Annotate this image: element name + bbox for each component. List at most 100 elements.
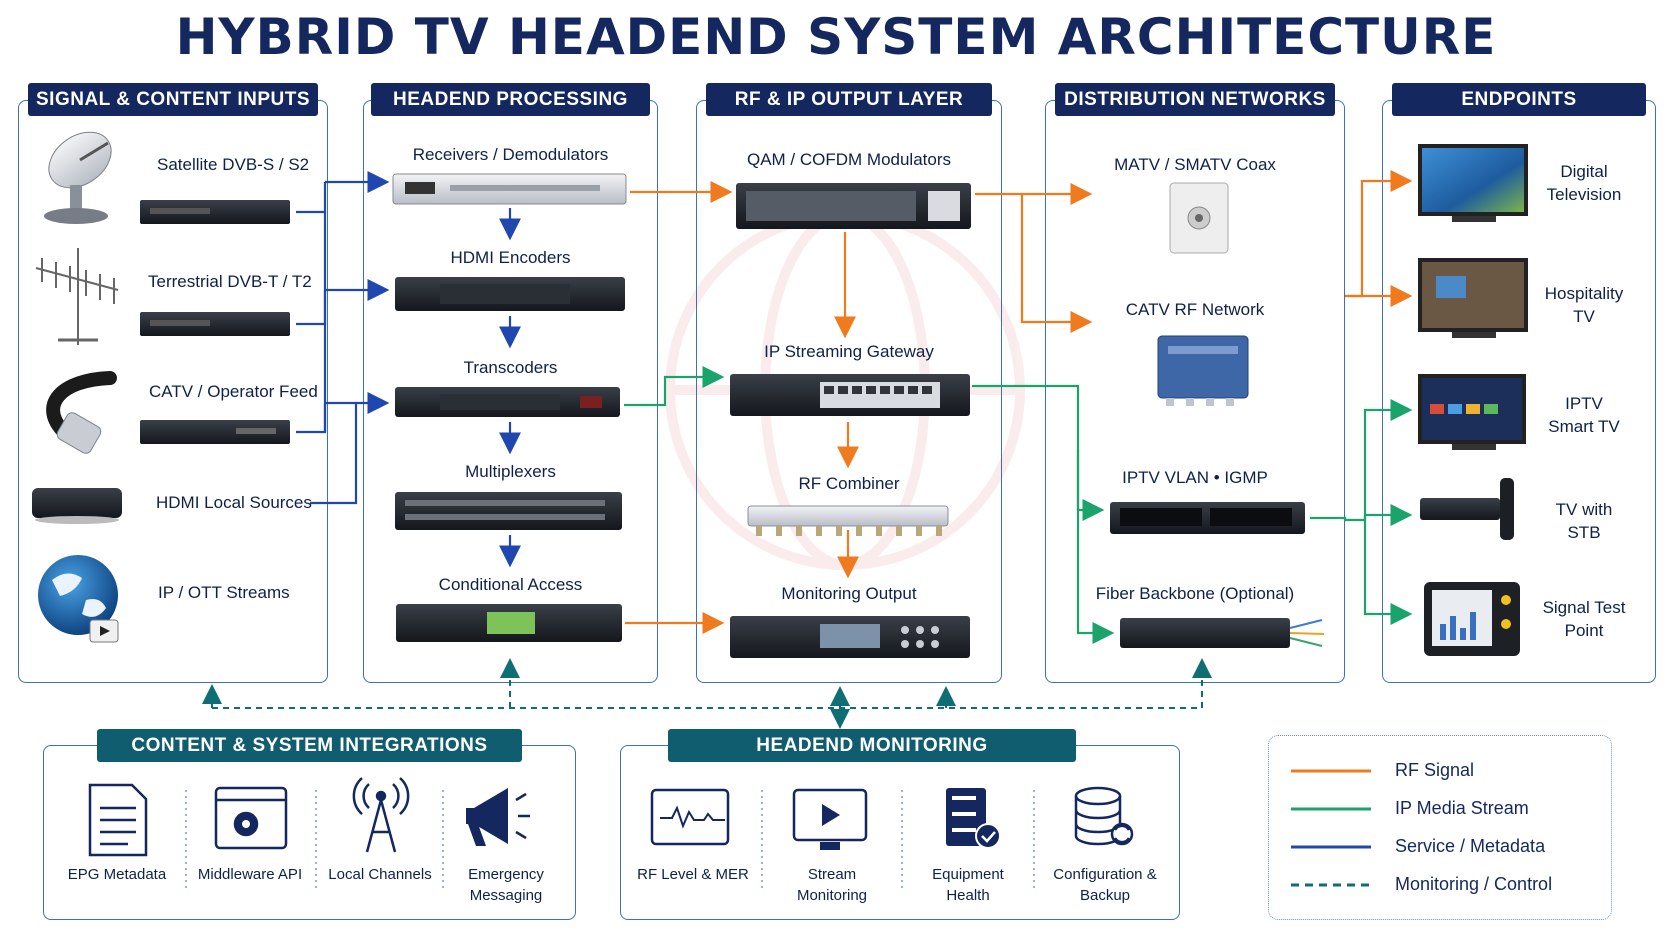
legend-item-ip: IP Media Stream bbox=[1269, 794, 1611, 824]
conditional-access-rack bbox=[396, 604, 622, 642]
monitoring-label-line: Equipment bbox=[932, 866, 1004, 883]
iptv-smart-tv-icon bbox=[1418, 374, 1526, 450]
endpoint-label-line: TV with bbox=[1555, 500, 1613, 519]
endpoints-panel-title: ENDPOINTS bbox=[1392, 83, 1646, 116]
legend-item-rf: RF Signal bbox=[1269, 756, 1611, 786]
processing-label-transcoders: Transcoders bbox=[463, 358, 558, 377]
monitoring-output-rack bbox=[730, 616, 970, 658]
endpoint-label-line: Television bbox=[1546, 185, 1622, 204]
monitoring-label-line: RF Level & MER bbox=[637, 866, 749, 883]
legend-label: RF Signal bbox=[1395, 760, 1475, 780]
stb-icon bbox=[1420, 478, 1514, 540]
endpoint-label-line: IPTV bbox=[1565, 394, 1603, 413]
coax-wall-plate-icon bbox=[1169, 182, 1229, 254]
satellite-receiver-unit bbox=[140, 200, 290, 224]
server-health-icon bbox=[946, 788, 1001, 849]
receivers-demodulators-rack bbox=[392, 173, 627, 205]
terrestrial-receiver-unit bbox=[140, 312, 290, 336]
hospitality-tv-icon bbox=[1418, 258, 1528, 338]
distribution-label-fiber: Fiber Backbone (Optional) bbox=[1095, 584, 1295, 603]
monitoring-label-rf-level: RF Level & MER bbox=[630, 864, 756, 885]
inputs-panel-title: SIGNAL & CONTENT INPUTS bbox=[28, 83, 318, 116]
legend-label: IP Media Stream bbox=[1395, 798, 1529, 818]
globe-icon bbox=[38, 555, 119, 643]
hdmi-encoders-rack bbox=[395, 277, 625, 311]
output-label-ip-gateway: IP Streaming Gateway bbox=[764, 342, 934, 361]
monitoring-label-line: Monitoring bbox=[796, 887, 868, 904]
input-label-ip-ott: IP / OTT Streams bbox=[158, 583, 290, 602]
integration-label-line: Local Channels bbox=[328, 866, 432, 883]
modulators-rack bbox=[736, 183, 971, 229]
fiber-unit-icon bbox=[1120, 618, 1325, 648]
legend-swatch-service bbox=[1291, 845, 1371, 849]
legend-swatch-monitoring bbox=[1291, 883, 1371, 887]
integration-label-line: Messaging bbox=[469, 887, 543, 904]
distribution-label-catv: CATV RF Network bbox=[1125, 300, 1265, 319]
multiplexers-rack bbox=[395, 492, 622, 530]
monitoring-label-line: Health bbox=[946, 887, 990, 904]
catv-receiver-unit bbox=[140, 420, 290, 444]
catv-node-icon bbox=[1157, 335, 1249, 406]
distribution-label-matv: MATV / SMATV Coax bbox=[1114, 155, 1276, 174]
monitoring-label-line: Configuration & bbox=[1053, 866, 1157, 883]
stream-monitor-icon bbox=[792, 788, 868, 850]
monitoring-label-line: Backup bbox=[1079, 887, 1131, 904]
output-label-rf-combiner: RF Combiner bbox=[798, 474, 900, 493]
coax-cable-icon bbox=[46, 371, 117, 454]
input-label-terrestrial: Terrestrial DVB-T / T2 bbox=[148, 272, 312, 291]
processing-label-multiplexers: Multiplexers bbox=[465, 462, 556, 481]
monitoring-panel-title: HEADEND MONITORING bbox=[668, 729, 1076, 762]
media-box-icon bbox=[32, 488, 122, 524]
digital-tv-icon bbox=[1418, 144, 1528, 222]
satellite-dish-icon bbox=[44, 131, 112, 224]
legend-label: Service / Metadata bbox=[1395, 836, 1546, 856]
legend-item-service: Service / Metadata bbox=[1269, 832, 1611, 862]
processing-label-conditional-access: Conditional Access bbox=[438, 575, 583, 594]
middleware-api-icon bbox=[214, 786, 288, 850]
input-label-catv: CATV / Operator Feed bbox=[149, 382, 318, 401]
signal-meter-icon bbox=[1424, 582, 1520, 656]
integration-label-local-channels: Local Channels bbox=[320, 864, 440, 885]
legend-swatch-rf bbox=[1291, 769, 1371, 773]
output-label-modulators: QAM / COFDM Modulators bbox=[746, 150, 952, 169]
database-backup-icon bbox=[1074, 786, 1134, 846]
processing-panel-title: HEADEND PROCESSING bbox=[371, 83, 650, 116]
integration-label-line: Middleware API bbox=[197, 866, 303, 883]
endpoint-label-iptv: IPTV Smart TV bbox=[1532, 392, 1636, 438]
output-label-monitoring-output: Monitoring Output bbox=[781, 584, 917, 603]
integration-label-line: Emergency bbox=[468, 866, 544, 883]
integration-label-line: EPG Metadata bbox=[67, 866, 167, 883]
endpoint-label-line: TV bbox=[1573, 307, 1595, 326]
processing-label-receivers: Receivers / Demodulators bbox=[412, 145, 609, 164]
page-title: HYBRID TV HEADEND SYSTEM ARCHITECTURE bbox=[175, 8, 1497, 66]
monitoring-label-line: Stream bbox=[807, 866, 857, 883]
network-switch-icon bbox=[1110, 502, 1305, 534]
endpoint-label-line: Signal Test bbox=[1542, 598, 1626, 617]
legend: RF Signal IP Media Stream Service / Meta… bbox=[1268, 735, 1612, 920]
output-panel-title: RF & IP OUTPUT LAYER bbox=[706, 83, 992, 116]
integration-label-middleware: Middleware API bbox=[190, 864, 310, 885]
endpoint-label-line: Digital bbox=[1560, 162, 1608, 181]
endpoint-label-line: Smart TV bbox=[1548, 417, 1620, 436]
endpoint-label-line: STB bbox=[1567, 523, 1601, 542]
epg-document-icon bbox=[88, 783, 148, 857]
transcoders-rack bbox=[395, 387, 620, 417]
rf-level-meter-icon bbox=[650, 788, 730, 846]
endpoint-label-line: Hospitality bbox=[1544, 284, 1624, 303]
input-label-hdmi: HDMI Local Sources bbox=[156, 493, 312, 512]
legend-label: Monitoring / Control bbox=[1395, 874, 1553, 894]
broadcast-tower-icon bbox=[352, 777, 410, 853]
antenna-icon bbox=[35, 248, 119, 345]
processing-label-encoders: HDMI Encoders bbox=[450, 248, 571, 267]
ip-gateway-rack bbox=[730, 374, 970, 416]
legend-swatch-ip bbox=[1291, 807, 1371, 811]
input-label-satellite: Satellite DVB-S / S2 bbox=[157, 155, 310, 174]
